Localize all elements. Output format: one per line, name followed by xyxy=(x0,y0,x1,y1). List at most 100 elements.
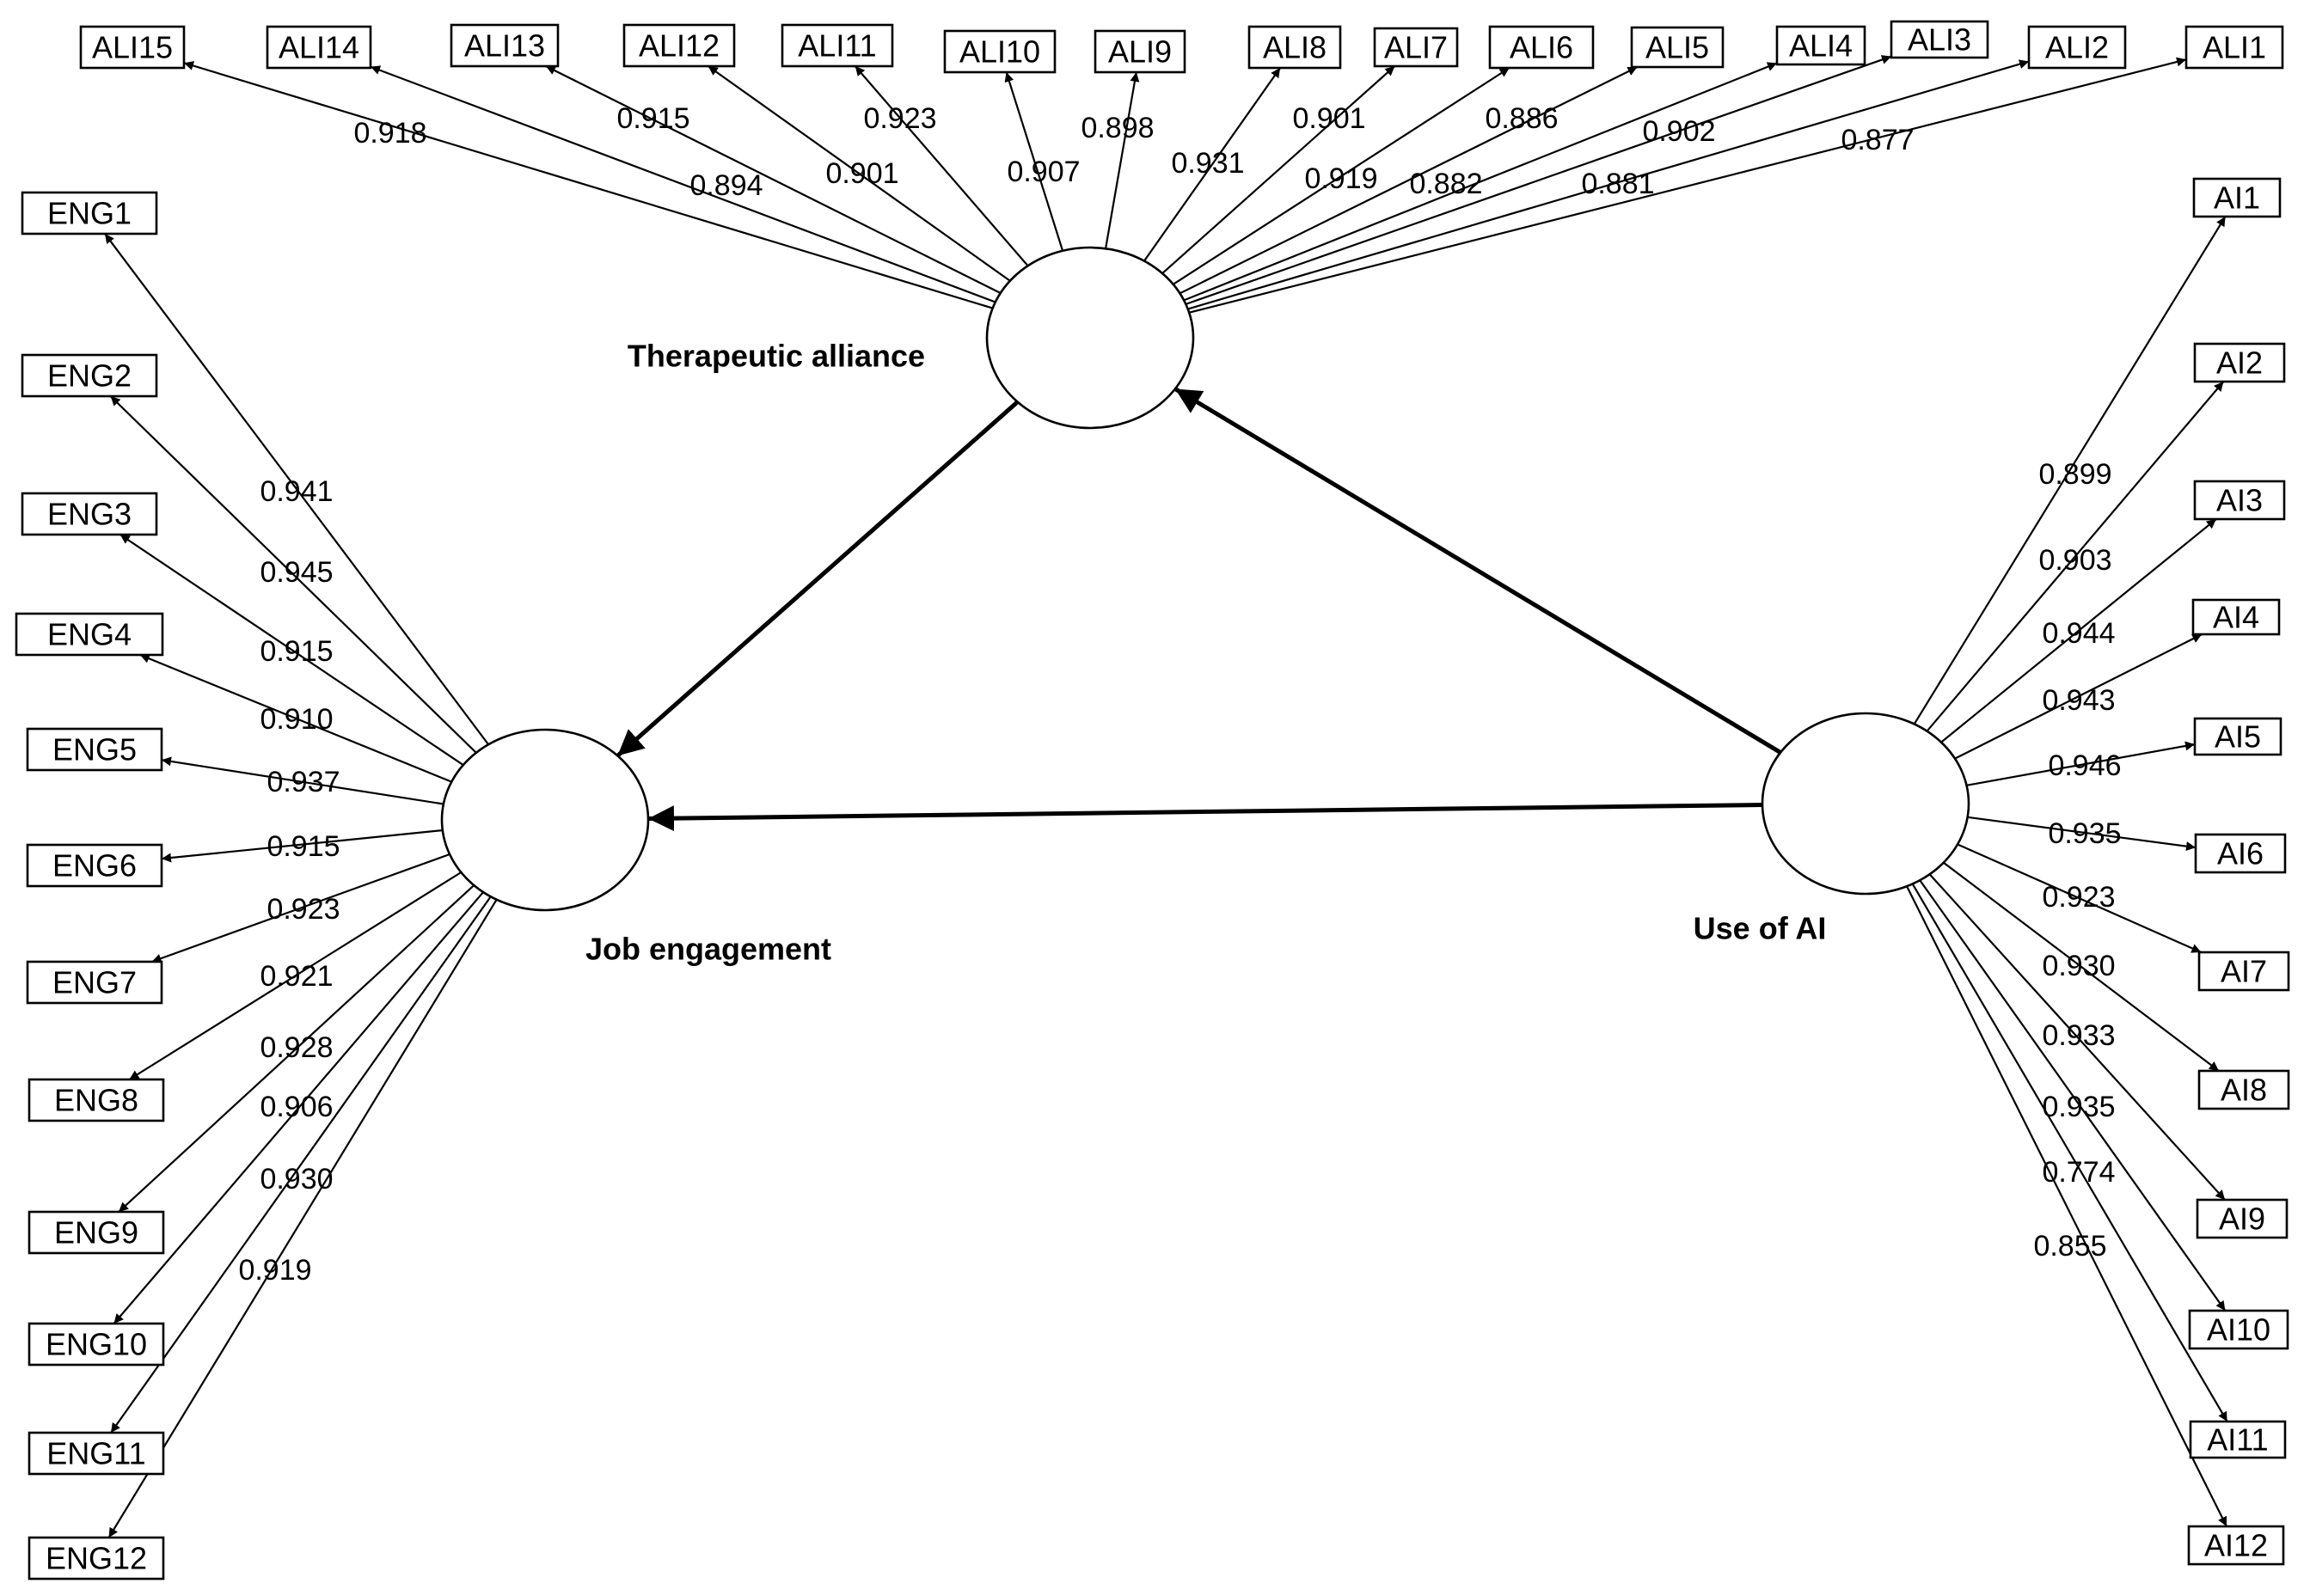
loading-arrow-eng1 xyxy=(104,233,489,745)
loading-arrow-ai10 xyxy=(1919,879,2227,1312)
indicator-ai3: AI3 xyxy=(2193,480,2286,521)
indicator-label: ALI3 xyxy=(1908,22,1971,58)
indicator-label: ALI4 xyxy=(1789,28,1853,64)
loading-arrow-ali4 xyxy=(1183,62,1778,302)
indicator-ali13: ALI13 xyxy=(450,23,560,68)
indicator-eng9: ENG9 xyxy=(28,1210,165,1255)
loading-arrow-ali2 xyxy=(1187,59,2030,310)
loading-arrow-ali5 xyxy=(1179,66,1639,295)
indicator-ali15: ALI15 xyxy=(79,25,186,70)
loading-arrow-eng5 xyxy=(161,756,444,805)
indicator-label: AI1 xyxy=(2214,180,2260,216)
indicator-label: ENG11 xyxy=(46,1436,145,1471)
loading-value-ai1: 0.899 xyxy=(2038,458,2111,491)
loading-arrow-ali11 xyxy=(854,65,1029,266)
indicator-label: ENG2 xyxy=(47,358,132,394)
loading-value-eng9: 0.928 xyxy=(260,1031,333,1064)
indicator-ali3: ALI3 xyxy=(1890,20,1989,59)
indicator-ai8: AI8 xyxy=(2197,1069,2290,1110)
loading-arrow-ai7 xyxy=(1957,843,2202,954)
loading-value-ali8: 0.931 xyxy=(1171,147,1244,180)
loading-value-ai9: 0.933 xyxy=(2042,1019,2115,1052)
indicator-label: ENG3 xyxy=(47,497,132,532)
indicator-ai9: AI9 xyxy=(2196,1198,2289,1239)
loading-value-eng4: 0.910 xyxy=(260,703,333,736)
loading-arrow-ai3 xyxy=(1940,518,2217,743)
loading-arrow-ai2 xyxy=(1926,381,2225,732)
indicator-label: ENG12 xyxy=(46,1541,147,1576)
indicator-ali14: ALI14 xyxy=(266,25,372,70)
indicator-label: ENG5 xyxy=(52,732,137,767)
indicator-ali6: ALI6 xyxy=(1488,25,1595,70)
loading-arrow-ali14 xyxy=(370,65,996,303)
loading-arrow-eng11 xyxy=(110,896,492,1434)
loading-lines xyxy=(104,55,2228,1538)
indicator-label: AI11 xyxy=(2207,1422,2268,1458)
indicator-label: ENG4 xyxy=(47,617,132,652)
loading-arrow-eng3 xyxy=(119,534,464,766)
indicator-label: ENG9 xyxy=(54,1215,138,1251)
loading-value-ai10: 0.935 xyxy=(2042,1091,2115,1123)
indicator-label: ALI11 xyxy=(798,28,876,64)
loading-arrow-ai9 xyxy=(1928,873,2226,1201)
construct-use-of-ai: Use of AI xyxy=(1694,712,1970,946)
indicator-ai12: AI12 xyxy=(2187,1525,2285,1566)
loading-value-eng1: 0.941 xyxy=(260,475,333,508)
loading-value-ali14: 0.894 xyxy=(689,169,763,202)
loading-value-ai5: 0.946 xyxy=(2048,749,2121,782)
loading-arrow-ai12 xyxy=(1906,885,2227,1527)
indicator-label: AI8 xyxy=(2221,1073,2267,1108)
indicator-eng1: ENG1 xyxy=(21,191,158,235)
loading-value-ai11: 0.774 xyxy=(2042,1156,2115,1189)
indicator-eng11: ENG11 xyxy=(28,1431,165,1476)
indicator-boxes: ALI1ALI2ALI3ALI4ALI5ALI6ALI7ALI8ALI9ALI1… xyxy=(15,20,2290,1581)
indicator-ai6: AI6 xyxy=(2194,833,2287,874)
loading-value-ai4: 0.943 xyxy=(2042,684,2115,717)
indicator-label: AI10 xyxy=(2207,1312,2270,1348)
indicator-label: ENG8 xyxy=(54,1083,138,1118)
loading-labels: 0.8770.8810.9020.8820.8860.9190.9010.931… xyxy=(238,102,2121,1287)
loading-arrow-ai8 xyxy=(1943,861,2220,1072)
indicator-label: ALI13 xyxy=(464,28,545,64)
indicator-ai1: AI1 xyxy=(2192,177,2282,218)
loading-arrow-eng6 xyxy=(161,829,443,863)
indicator-eng5: ENG5 xyxy=(26,727,163,772)
indicator-ai7: AI7 xyxy=(2197,951,2290,992)
loading-value-ai6: 0.935 xyxy=(2048,817,2121,850)
loading-value-eng2: 0.945 xyxy=(260,556,333,589)
indicator-ai10: AI10 xyxy=(2188,1309,2289,1350)
loading-arrow-eng7 xyxy=(151,853,450,963)
construct-label: Therapeutic alliance xyxy=(628,339,925,374)
indicator-label: ALI2 xyxy=(2045,30,2109,65)
indicator-eng2: ENG2 xyxy=(21,353,158,398)
indicator-label: ALI14 xyxy=(279,30,359,65)
loading-value-eng8: 0.921 xyxy=(260,960,333,993)
indicator-label: ALI7 xyxy=(1384,30,1448,65)
loading-value-ali6: 0.919 xyxy=(1304,162,1377,195)
loading-value-ali9: 0.898 xyxy=(1081,112,1154,144)
loading-value-eng10: 0.906 xyxy=(260,1091,333,1123)
indicator-ali7: ALI7 xyxy=(1373,27,1459,68)
loading-value-eng11: 0.930 xyxy=(260,1163,333,1195)
path-use-of-ai-to-job-engagement xyxy=(647,802,1763,832)
path-use-of-ai-to-therapeutic-alliance xyxy=(1173,387,1782,755)
indicator-eng10: ENG10 xyxy=(28,1322,165,1367)
indicator-label: AI12 xyxy=(2204,1528,2268,1563)
indicator-ali4: ALI4 xyxy=(1775,25,1866,66)
indicator-ali1: ALI1 xyxy=(2184,25,2284,70)
indicator-ai4: AI4 xyxy=(2191,598,2281,636)
loading-arrow-ali6 xyxy=(1173,67,1510,285)
loading-value-ai12: 0.855 xyxy=(2033,1230,2106,1263)
indicator-label: AI6 xyxy=(2217,836,2264,871)
loading-value-ali11: 0.923 xyxy=(863,102,936,135)
indicator-label: ENG7 xyxy=(52,965,137,1000)
loading-arrow-ai4 xyxy=(1954,633,2203,760)
indicator-eng3: ENG3 xyxy=(21,492,158,536)
loading-value-ai8: 0.930 xyxy=(2042,950,2115,982)
loading-arrow-ali3 xyxy=(1185,55,1892,305)
indicator-label: AI7 xyxy=(2221,954,2267,989)
indicator-ali2: ALI2 xyxy=(2027,25,2127,70)
indicator-label: ALI9 xyxy=(1108,34,1172,70)
